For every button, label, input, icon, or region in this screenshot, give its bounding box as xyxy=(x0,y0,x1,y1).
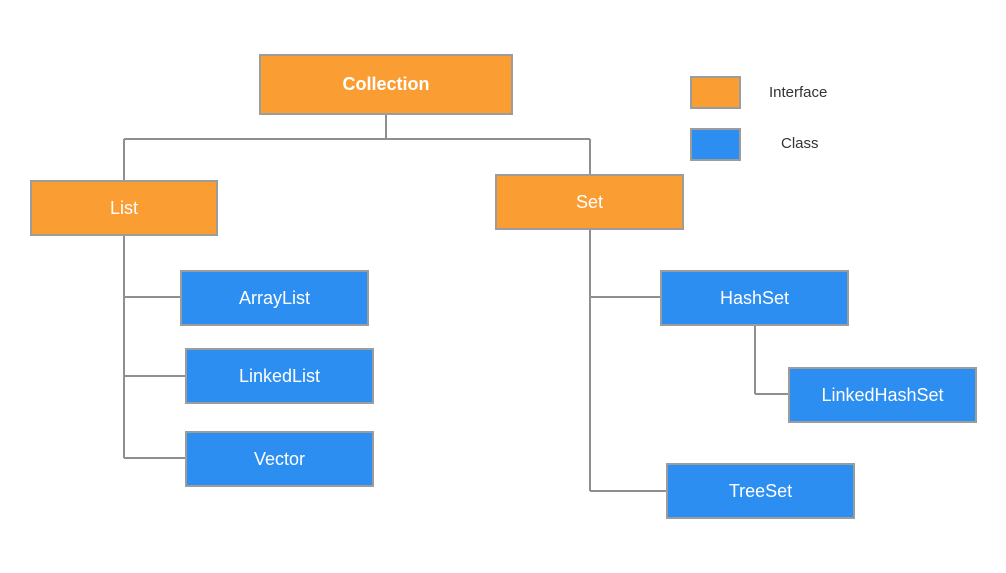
legend-class-label: Class xyxy=(781,135,819,152)
legend-interface-label: Interface xyxy=(769,84,828,101)
collection-node: Collection xyxy=(259,54,513,115)
legend-class-swatch xyxy=(690,128,741,161)
vector-node: Vector xyxy=(185,431,374,487)
linkedhashset-node: LinkedHashSet xyxy=(788,367,977,423)
treeset-node: TreeSet xyxy=(666,463,855,519)
linkedlist-node: LinkedList xyxy=(185,348,374,404)
hashset-node: HashSet xyxy=(660,270,849,326)
arraylist-node: ArrayList xyxy=(180,270,369,326)
list-node: List xyxy=(30,180,218,236)
legend-interface-swatch xyxy=(690,76,741,109)
set-node: Set xyxy=(495,174,684,230)
